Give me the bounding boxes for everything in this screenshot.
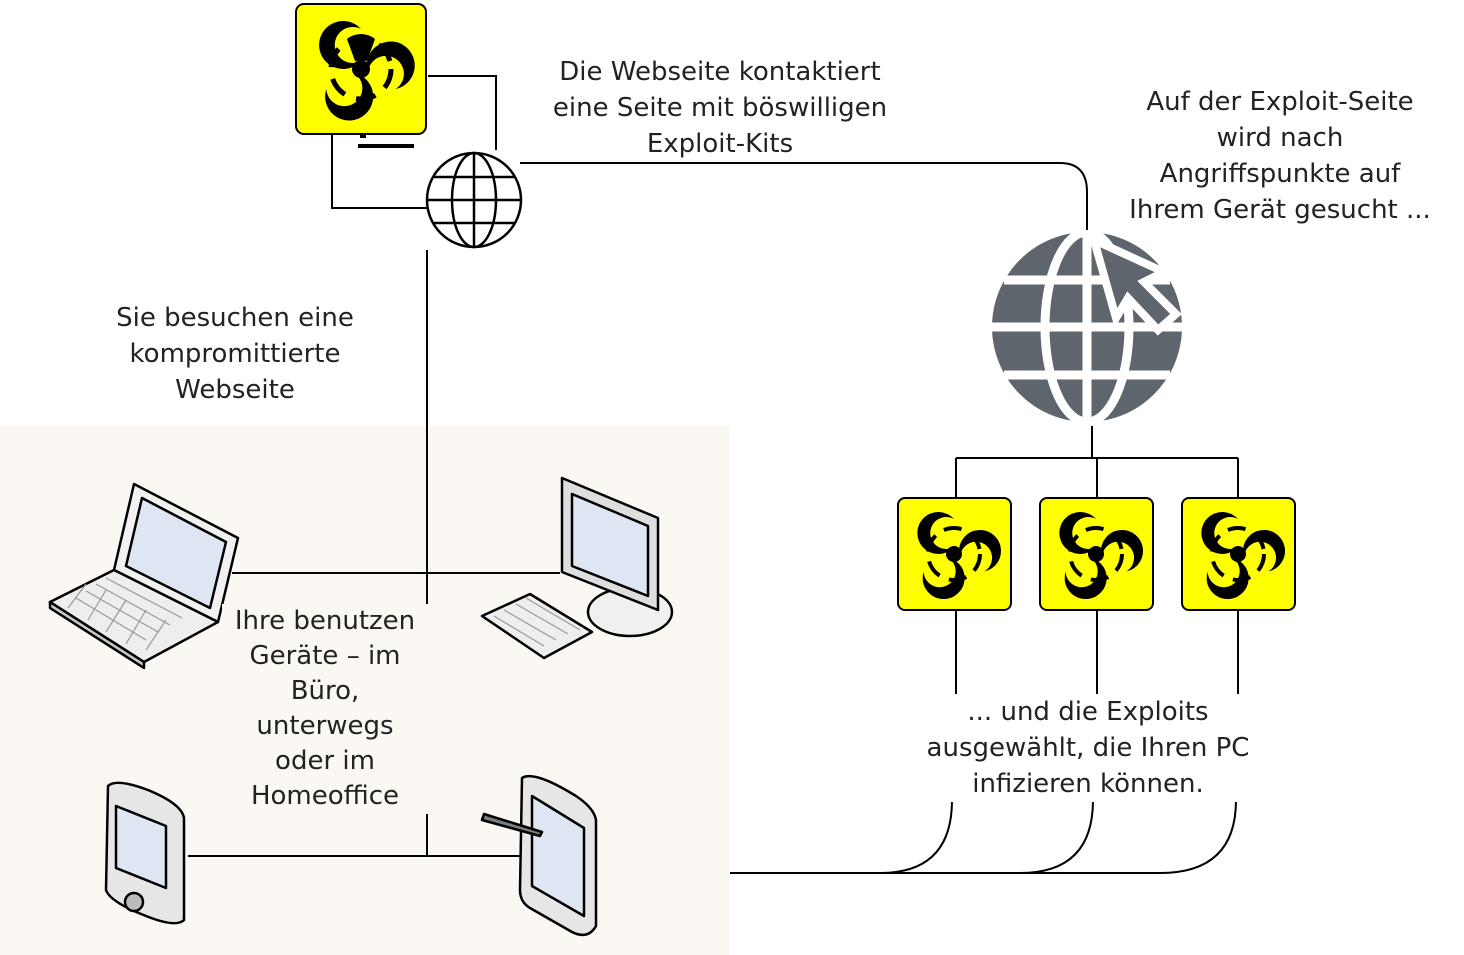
label-exploit-kits: Die Webseite kontaktiert eine Seite mit … xyxy=(530,54,910,162)
label-exploits-selected: ... und die Exploits ausgewählt, die Ihr… xyxy=(890,694,1286,802)
label-compromised-site: Sie besuchen eine kompromittierte Websei… xyxy=(90,300,380,408)
label-devices: Ihre benutzen Geräte – im Büro, unterweg… xyxy=(222,604,428,814)
tablet-pen-icon xyxy=(480,774,598,937)
server-connector-top xyxy=(428,75,497,150)
laptop-icon xyxy=(48,482,240,670)
biohazard-icon xyxy=(1039,497,1154,611)
biohazard-icon xyxy=(897,497,1012,611)
return-curve-1 xyxy=(730,799,953,874)
biohazard-icon xyxy=(1181,497,1296,611)
return-curve-3 xyxy=(1010,799,1237,874)
biohazard-server-icon xyxy=(295,3,427,148)
tree-branches xyxy=(955,458,1239,498)
exploit-drops xyxy=(955,610,1239,700)
globe-icon xyxy=(425,151,523,249)
server-connector xyxy=(331,134,427,209)
return-curve-2 xyxy=(870,799,1094,874)
label-exploit-site: Auf der Exploit-Seite wird nach Angriffs… xyxy=(1100,84,1460,228)
desktop-computer-icon xyxy=(480,476,674,660)
globe-to-exploit-line xyxy=(520,162,1088,232)
handheld-icon xyxy=(104,781,186,925)
globe-cursor-icon xyxy=(990,230,1185,427)
